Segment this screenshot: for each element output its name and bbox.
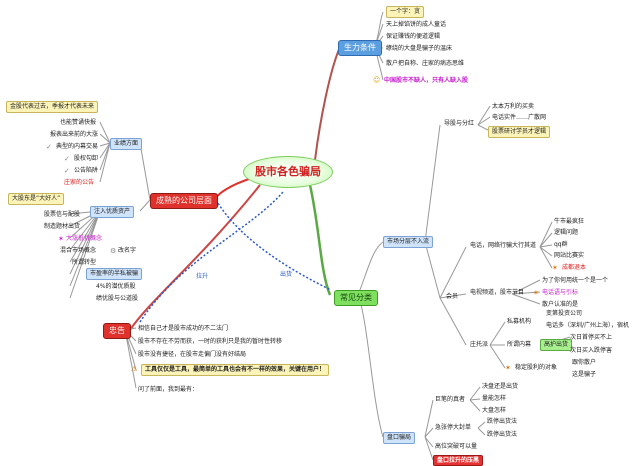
g2-media-item-2: 散户认准的是 [542, 301, 579, 308]
branch-top-right[interactable]: 生力条件 [338, 40, 382, 56]
perf-item-4: 公告陷阱 [74, 167, 99, 174]
perf-item-3: 股权勾卸 [74, 155, 99, 162]
asset-item-6: 4%的潜优质股 [96, 283, 136, 290]
g2-media: 电视频道，股市节目 [470, 289, 525, 296]
g1-sub-item-1: 电话实件……广散网 [492, 114, 547, 121]
advice-3[interactable]: 工具仅仅是工具，最简单的工具也会有不一样的效果，关键在用户！ [141, 364, 330, 376]
g4-sub2: 急张停大封单 [435, 424, 472, 431]
star-icon-2: ✶ [552, 264, 558, 272]
g2-media-item-1: 电话语与引标 [542, 289, 579, 296]
asset-item-2: 大涨低挑概念 [66, 235, 103, 242]
g3-item-6: 次日首停买不上 [570, 334, 613, 341]
g4-sub-item-1: 量能怎样 [482, 395, 507, 402]
group-assets[interactable]: 注入优质资产 [90, 206, 135, 218]
g3-item-5[interactable]: 高护出货 [540, 339, 573, 351]
top-right-item-3: 散户把自称、庄家的病态思维 [386, 60, 465, 67]
advice-1: 股市不存在不劳而获，一时的获利只是我的暂时性转移 [138, 338, 283, 345]
g4-sub2-item-1: 跌停出货法 [487, 431, 518, 438]
gear-icon: ⚙ [110, 247, 117, 255]
g3-target-item-0: 跟你散户 [572, 359, 597, 366]
g4-footer[interactable]: 盘口拉升的压黑 [433, 455, 484, 466]
g4-sub3: 高位突破可以量 [435, 443, 478, 450]
big-quote[interactable]: 大股东是“大好人” [8, 193, 65, 205]
g1-sub: 导股与分红 [444, 120, 475, 127]
warning-icon: ⚠ [131, 365, 138, 373]
g3-item-0: 私募机构 [507, 318, 532, 325]
g4-sub2-item-0: 跌停出货法 [487, 418, 518, 425]
advice-0: 相信自己才是股市成功的不二法门 [138, 325, 229, 332]
branch-left-lower[interactable]: 忠告 [103, 323, 131, 339]
top-right-head[interactable]: 一个字：贪 [386, 6, 425, 18]
asset-item-1: 制造题材出货 [44, 223, 81, 230]
central-topic[interactable]: 股市各色骗局 [243, 156, 333, 188]
check-icon-2: ✓ [64, 155, 70, 163]
asset-item-7: 绩优股与公道股 [96, 295, 139, 302]
g2-phone-item-1: 逻辑问题 [554, 229, 579, 236]
group-board[interactable]: 盘口骗局 [383, 432, 416, 444]
g2-phone: 电话，网络行骗大行其道 [470, 242, 537, 249]
advice-4: 问了前面，我到最有： [138, 386, 199, 393]
g3-target: 稳定股利的对象 [515, 364, 558, 371]
check-icon-3: ✓ [64, 167, 70, 175]
star-icon: ✶ [58, 235, 64, 243]
perf-item-1: 报表出来前的大涨 [50, 131, 99, 138]
top-right-footer: 中国股市不缺人，只有人缺入股 [384, 77, 469, 84]
member-label: 会员 [446, 293, 459, 300]
g2-phone-item-0: 牛市最疯狂 [554, 218, 585, 225]
g2-phone-item-2: qq群 [554, 241, 568, 248]
left-quote[interactable]: 金股代表过去，季报才代表未来 [6, 101, 99, 113]
g1-sub-item-0: 太本万利的买卖 [492, 103, 535, 110]
top-right-item-1: 保证赚钱的便道逻辑 [386, 33, 441, 40]
g4-sub-item-2: 大盘怎样 [482, 407, 507, 414]
g4-sub: 巨笔的真者 [435, 396, 466, 403]
perf-item-5: 庄家的公告 [64, 179, 95, 186]
asset-item-0: 股票信与配股 [44, 211, 81, 218]
link-label-a: 拉升 [196, 273, 209, 280]
asset-item-4: 所谓转型 [72, 259, 97, 266]
advice-2: 股市没有捷径，在股市走偏门没有好结局 [138, 351, 247, 358]
branch-left-upper[interactable]: 成熟的公司层面 [150, 193, 218, 209]
g1-sub-item-2[interactable]: 股票研讨学员才逻辑 [488, 126, 551, 138]
perf-item-2: 典型的内幕交易 [56, 143, 99, 150]
g2-phone-item-4: 成都退本 [562, 264, 587, 271]
star-icon-4: ✶ [505, 364, 511, 372]
g3-item-3: 所谓内幕 [507, 341, 532, 348]
g4-sub-item-0: 决盘还是出货 [482, 383, 519, 390]
g2-media-item-0: 为了你何用统一个是一个 [542, 277, 609, 284]
change-label: 改名字 [118, 247, 137, 254]
g3-target-item-1: 这是骗子 [572, 371, 597, 378]
asset-item-3: 混合市场概念 [60, 247, 97, 254]
g3-item-2: 电话多（深圳/广州上海），宿机 [546, 322, 630, 329]
star-icon-3: ✶ [533, 289, 539, 297]
g3-item-7: 次日买入跌停害 [570, 347, 613, 354]
branch-right[interactable]: 常见分类 [334, 290, 378, 306]
top-right-item-2: 缭绕的大盘是骗子的温床 [386, 45, 453, 52]
g3-item-1: 变第投资公司 [546, 310, 583, 317]
check-icon: ✓ [46, 143, 52, 151]
perf-item-0: 也能赞诵快报 [60, 119, 97, 126]
group-performance[interactable]: 业绩方面 [110, 138, 143, 150]
link-label-b: 出货 [280, 271, 293, 278]
smile-icon: ☺ [373, 76, 381, 84]
g2-phone-item-3: 网站比赛实 [554, 252, 585, 259]
top-right-item-0: 天上掉馅饼的成人童话 [386, 21, 447, 28]
group-market[interactable]: 市场分层不入流 [383, 236, 434, 248]
g3-label: 庄托派 [470, 341, 489, 348]
asset-item-5[interactable]: 市盈率的半私被骗 [86, 268, 143, 280]
